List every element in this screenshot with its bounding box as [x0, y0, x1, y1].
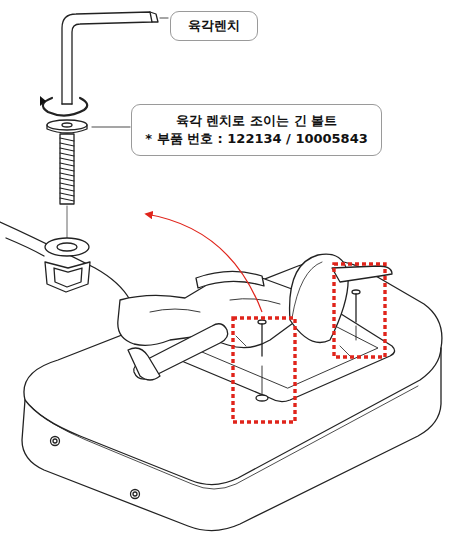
hex-wrench	[62, 12, 158, 104]
callout-text: 육각렌치	[188, 17, 240, 35]
rotation-arrow	[40, 96, 87, 116]
leader-line	[92, 126, 130, 127]
hole-detail	[0, 222, 130, 300]
highlight-box	[334, 264, 385, 357]
callout-box: 육각 렌치로 조이는 긴 볼트* 부품 번호 : 122134 / 100058…	[131, 104, 382, 156]
callout-text: * 부품 번호 : 122134 / 10005843	[145, 130, 368, 148]
guide-line	[67, 206, 68, 240]
seat-cushion	[22, 260, 442, 530]
callout-text: 육각 렌치로 조이는 긴 볼트	[176, 112, 337, 130]
seat-mechanism	[118, 254, 395, 401]
highlight-box	[233, 318, 295, 422]
callout-box: 육각렌치	[170, 11, 258, 41]
screw	[256, 290, 360, 401]
long-bolt	[47, 120, 87, 204]
direction-arrow	[146, 214, 262, 312]
leader-line	[160, 17, 168, 18]
